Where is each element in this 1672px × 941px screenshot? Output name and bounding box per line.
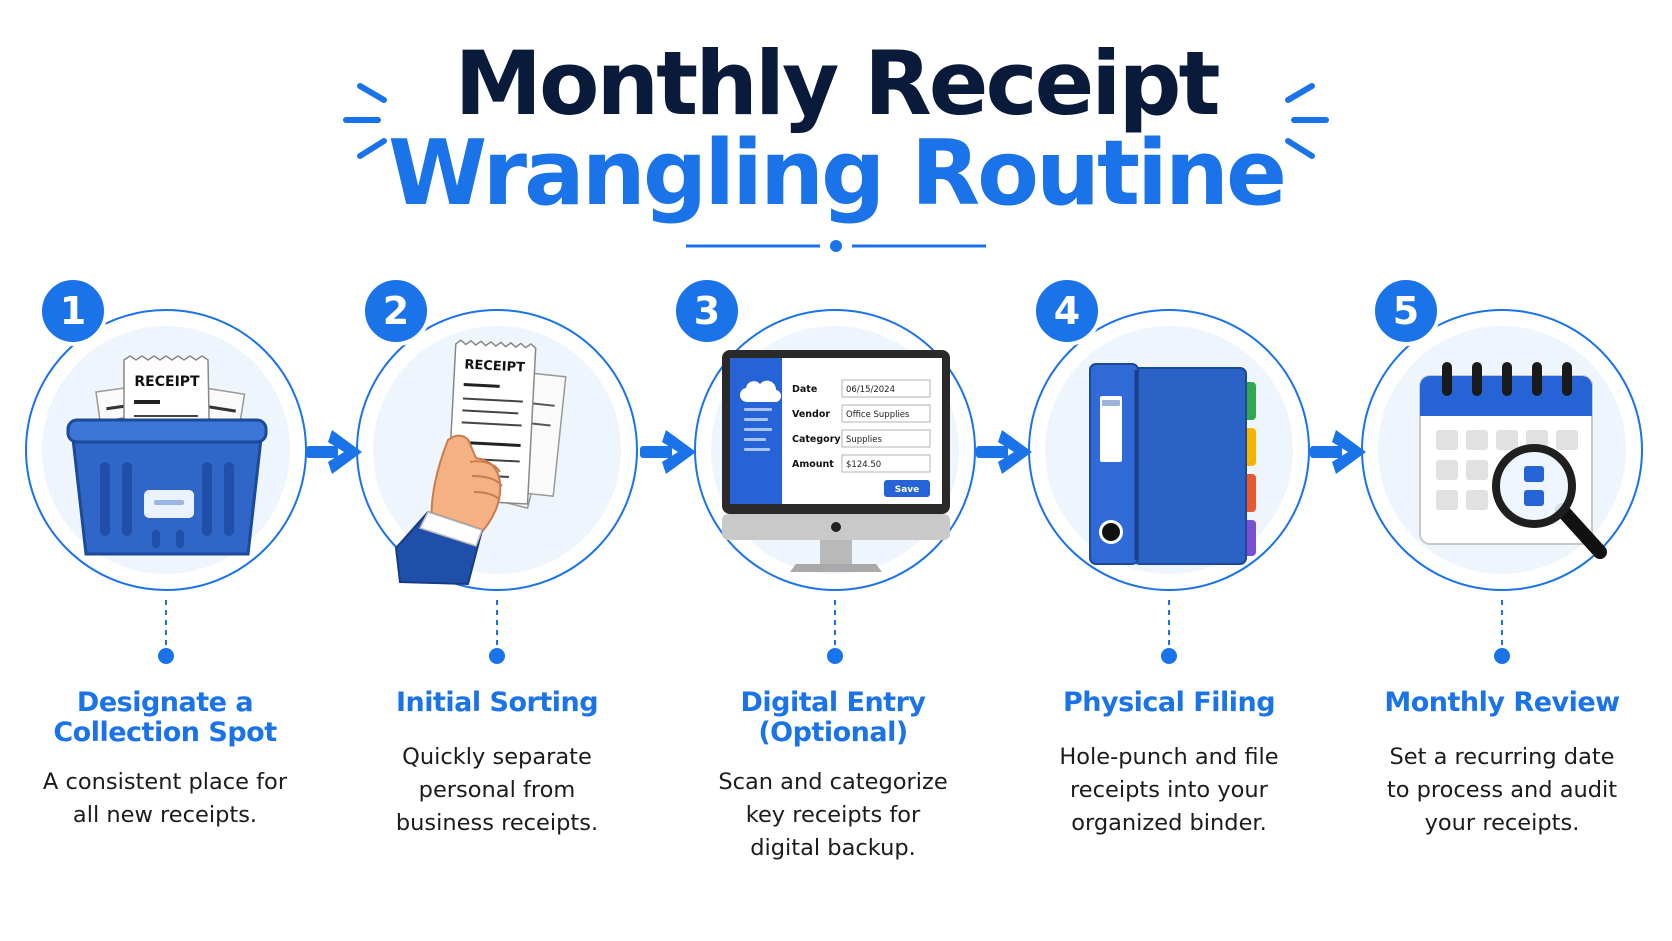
- connector-dots: [158, 648, 1510, 664]
- arrow-right-icon: [640, 430, 696, 474]
- basket-icon: RECEIPT: [66, 355, 268, 556]
- form-label-date: Date: [792, 384, 817, 395]
- form-label-category: Category: [792, 434, 841, 445]
- step-desc-line: Hole-punch and file: [1059, 744, 1279, 770]
- step-number-badge: 5: [1371, 276, 1441, 346]
- step-desc-line: business receipts.: [395, 810, 599, 836]
- step-number: 5: [1393, 289, 1419, 333]
- title-line-2: Wrangling Routine: [387, 121, 1287, 226]
- arrow-right-icon: [976, 430, 1032, 474]
- right-spark-icon: [1285, 83, 1329, 159]
- step-number: 1: [60, 289, 86, 333]
- form-value-amount: $124.50: [846, 460, 881, 470]
- title-divider: [686, 240, 986, 252]
- calendar-magnifier-icon: [1419, 362, 1607, 559]
- binder-icon: [1089, 363, 1256, 565]
- step-number-badge: 1: [38, 276, 108, 346]
- step-title-line: Collection Spot: [53, 717, 277, 748]
- step-desc-line: to process and audit: [1386, 777, 1618, 803]
- step-number-badge: 4: [1032, 276, 1102, 346]
- step-desc-line: personal from: [418, 777, 576, 803]
- step-title-line: Designate a: [76, 687, 254, 718]
- step-number-badge: 3: [672, 276, 742, 346]
- step-desc-line: all new receipts.: [72, 802, 258, 828]
- step-desc-line: organized binder.: [1071, 810, 1267, 836]
- step-description: Hole-punch and file receipts into your o…: [1019, 741, 1319, 840]
- step-title-line: Digital Entry: [740, 687, 926, 718]
- step-description: A consistent place for all new receipts.: [15, 766, 315, 832]
- step-title: Monthly Review: [1352, 688, 1652, 718]
- step-title-line: Physical Filing: [1062, 687, 1276, 718]
- step-title: Physical Filing: [1019, 688, 1319, 718]
- step-description: Quickly separate personal from business …: [347, 741, 647, 840]
- step-desc-line: A consistent place for: [42, 769, 288, 795]
- step-number: 3: [694, 289, 720, 333]
- left-spark-icon: [343, 83, 387, 159]
- form-value-category: Supplies: [846, 435, 883, 445]
- step-desc-line: Quickly separate: [402, 744, 592, 770]
- step-description: Set a recurring date to process and audi…: [1352, 741, 1652, 840]
- step-title: Initial Sorting: [347, 688, 647, 718]
- step-title: Digital Entry (Optional): [683, 688, 983, 748]
- step-badges: 1 2 3 4 5: [38, 276, 1441, 346]
- form-value-date: 06/15/2024: [846, 385, 895, 395]
- hand-receipts-icon: RECEIPT: [394, 339, 567, 586]
- arrow-right-icon: [1310, 430, 1366, 474]
- step-desc-line: key receipts for: [745, 802, 921, 828]
- step-number-badge: 2: [361, 276, 431, 346]
- step-number: 4: [1054, 289, 1080, 333]
- step-title: Designate a Collection Spot: [15, 688, 315, 748]
- title-line-1: Monthly Receipt: [454, 32, 1220, 135]
- step-desc-line: Scan and categorize: [718, 769, 948, 795]
- step-number: 2: [383, 289, 409, 333]
- arrow-right-icon: [306, 430, 362, 474]
- form-value-vendor: Office Supplies: [846, 410, 910, 420]
- connectors: [165, 600, 1503, 645]
- step-desc-line: your receipts.: [1424, 810, 1580, 836]
- step-description: Scan and categorize key receipts for dig…: [683, 766, 983, 865]
- monitor-icon: Date Vendor Category Amount 06/15/2024 O…: [722, 350, 950, 572]
- step-desc-line: Set a recurring date: [1389, 744, 1615, 770]
- receipt-label: RECEIPT: [134, 374, 200, 390]
- form-label-amount: Amount: [792, 459, 834, 470]
- step-arrows: [306, 430, 1366, 474]
- step-title-line: Initial Sorting: [395, 687, 599, 718]
- receipt-label: RECEIPT: [464, 357, 525, 375]
- form-save-button: Save: [895, 485, 920, 495]
- form-label-vendor: Vendor: [792, 409, 830, 420]
- step-title-line: (Optional): [758, 717, 908, 748]
- step-desc-line: receipts into your: [1070, 777, 1268, 803]
- step-title-line: Monthly Review: [1384, 687, 1620, 718]
- step-desc-line: digital backup.: [750, 835, 916, 861]
